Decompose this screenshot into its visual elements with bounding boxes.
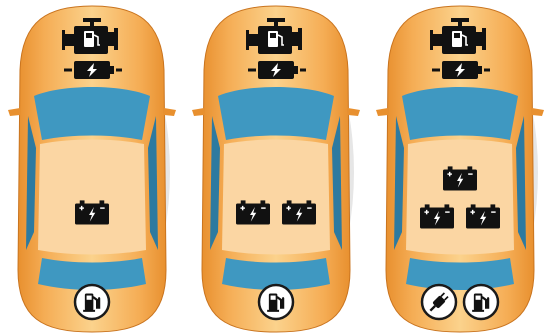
car-2 xyxy=(184,0,368,336)
rear-window xyxy=(406,258,514,290)
left-mirror xyxy=(192,108,204,116)
left-mirror xyxy=(376,108,388,116)
car-top-view xyxy=(184,0,368,336)
right-mirror xyxy=(348,108,360,116)
fuel-pump-icon xyxy=(464,285,498,319)
fuel-pump-icon xyxy=(75,285,109,319)
car-top-view xyxy=(0,0,184,336)
cabin-roof xyxy=(222,140,330,255)
cabin-roof xyxy=(38,140,146,255)
right-mirror xyxy=(164,108,176,116)
traction-battery-icon xyxy=(75,200,109,224)
right-mirror xyxy=(532,108,544,116)
car-3 xyxy=(368,0,552,336)
car-top-view xyxy=(368,0,552,336)
traction-battery-icon xyxy=(282,200,316,224)
car-1 xyxy=(0,0,184,336)
traction-battery-icon xyxy=(443,166,477,190)
charging-plug-icon xyxy=(422,285,456,319)
cabin-roof xyxy=(406,140,514,255)
traction-battery-icon xyxy=(466,204,500,228)
windshield xyxy=(402,87,518,140)
traction-battery-icon xyxy=(420,204,454,228)
traction-battery-icon xyxy=(236,200,270,224)
windshield xyxy=(34,87,150,140)
windshield xyxy=(218,87,334,140)
fuel-pump-icon xyxy=(259,285,293,319)
left-mirror xyxy=(8,108,20,116)
